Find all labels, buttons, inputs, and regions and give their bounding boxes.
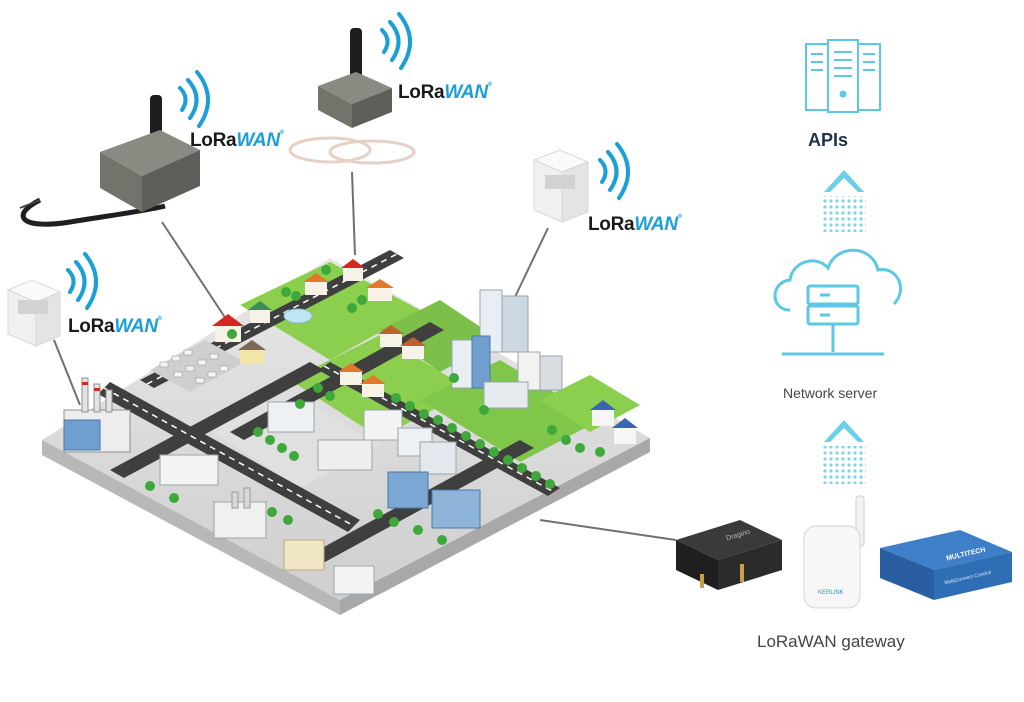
cloud-server-icon [773,248,903,356]
connector-lines [53,171,677,541]
wireless-signal-icon [380,12,412,70]
up-arrow-icon [822,420,866,484]
sensor-enclosure-probes [288,28,416,165]
network-server-label: Network server [783,385,878,401]
factory [63,377,131,453]
connector-line-sensor-1 [161,221,229,323]
lorawan-logo: LoRaWAN® [68,316,162,337]
sensor-indoor-box-right [532,149,590,223]
connector-line-gateway [539,519,677,541]
wireless-signal-icon [66,252,98,310]
sensor-indoor-box-left [6,279,62,347]
wireless-signal-icon [178,70,210,128]
isometric-city [42,250,650,615]
server-rack-icon [805,39,881,113]
connector-line-sensor-4 [53,339,81,406]
fountain [283,308,313,324]
lorawan-logo: LoRaWAN® [190,130,284,151]
lorawan-logo: LoRaWAN® [588,214,682,235]
lorawan-logo: LoRaWAN® [398,82,492,103]
apis-label: APIs [808,130,849,150]
connector-line-sensor-2 [351,171,356,256]
gateway-indoor-device [803,495,865,609]
parking-lot [150,340,245,392]
trees [145,265,605,545]
connector-line-sensor-3 [514,227,549,298]
office-towers [159,289,563,595]
indoor-gateway-brand-label: KERLINK [818,590,844,596]
up-arrow-icon [822,170,866,232]
gateway-label: LoRaWAN gateway [757,632,905,651]
wireless-signal-icon [598,142,630,200]
gateway-multitech-device [880,530,1012,600]
gateway-router-device [676,520,782,590]
sensor-enclosure-cable [19,95,200,227]
